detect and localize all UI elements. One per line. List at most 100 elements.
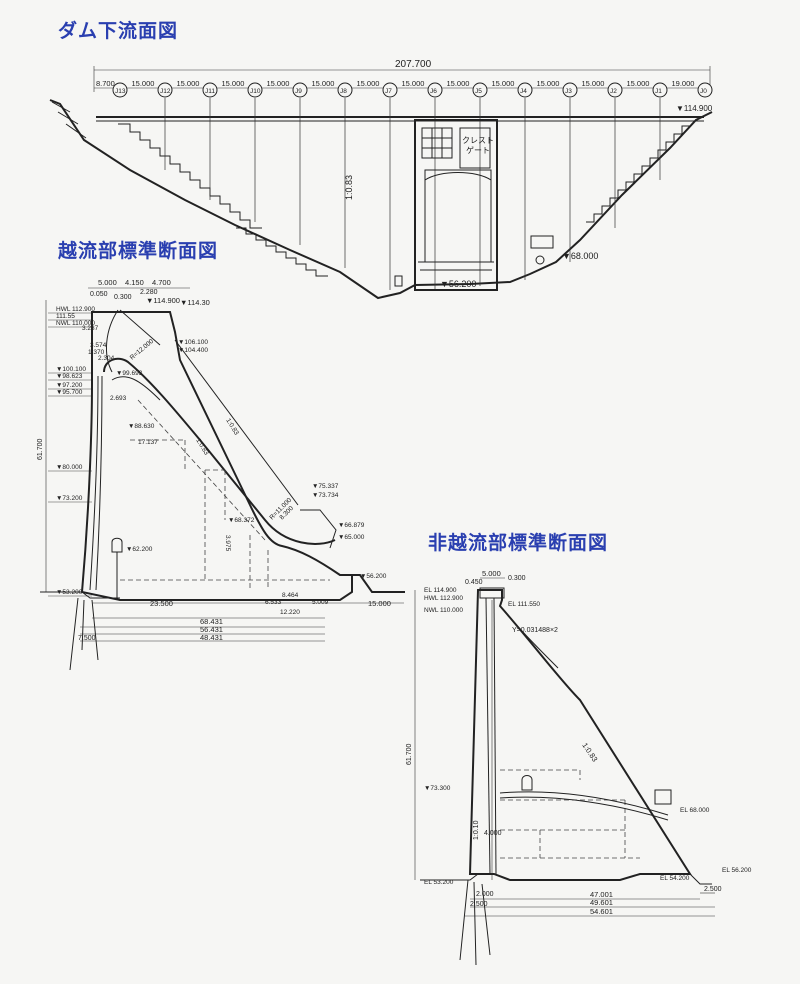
nov-left-el-2: NWL 110.000 [424, 607, 463, 614]
ov-left-el-0: HWL 112.900 [56, 306, 95, 313]
elevation-56200: ▼56.200 [440, 279, 476, 289]
ov-inner-0: R=12.000 [129, 338, 156, 362]
ov-left-el-3: ▼100.100 [56, 366, 86, 373]
ov-inner-12: ▼62.200 [126, 546, 153, 553]
ov-bottom-small-1: 6.533 [265, 599, 282, 606]
joint-circle-J2 [607, 82, 623, 98]
gate-grille [421, 127, 453, 159]
valve-house [530, 235, 554, 249]
span-dim-7: 15.000 [402, 79, 425, 88]
downstream-slope-label: 1:0.83 [344, 175, 354, 200]
span-dim-12: 15.000 [627, 79, 650, 88]
ov-inner-1: ▼99.693 [116, 370, 143, 377]
ov-right-el-4: ▼56.200 [360, 573, 387, 580]
nov-upstream-slope: 1:0.10 [473, 820, 480, 840]
nov-right-el-0: EL 111.550 [508, 601, 540, 608]
joint-label-J11: J11 [205, 88, 215, 95]
nov-top-dim-0450: 0.450 [465, 579, 483, 586]
ov-inner-3: ▼104.400 [178, 347, 208, 354]
span-dim-11: 15.000 [582, 79, 605, 88]
nov-small-4000: 4.000 [484, 830, 502, 837]
joint-label-J1: J1 [655, 88, 662, 95]
span-dim-6: 15.000 [357, 79, 380, 88]
nov-curve-label: Y=0.031488×2 [512, 627, 558, 634]
nov-left-el-3: ▼73.300 [424, 785, 451, 792]
joint-label-J4: J4 [520, 88, 527, 95]
ov-gate-arm [119, 309, 161, 346]
chute-curve [424, 172, 492, 181]
crest-gate-label-1: クレスト [462, 136, 494, 145]
stilling-lines [418, 261, 494, 271]
ov-right-elevations: ▼75.337▼73.734▼66.879▼65.000▼56.2008.464… [265, 483, 387, 616]
span-dim-4: 15.000 [267, 79, 290, 88]
ov-dim-23500: 23.500 [150, 599, 173, 608]
ov-inner-labels: R=12.000▼99.693▼106.100▼104.400▼88.63017… [116, 338, 295, 553]
joint-circle-J7 [382, 82, 398, 98]
joint-circle-J5 [472, 82, 488, 98]
nov-inner-line-2 [493, 597, 497, 875]
ov-left-el-1: 111.55 [56, 313, 75, 320]
nov-top-dim-0300: 0.300 [508, 575, 526, 582]
left-stairs-lower [236, 227, 328, 277]
ov-left-el-7: ▼80.000 [56, 464, 83, 471]
span-dim-10: 15.000 [537, 79, 560, 88]
joint-circle-J4 [517, 82, 533, 98]
left-hill-hatch [51, 101, 87, 139]
gate-grille-lines [422, 128, 452, 158]
ov-el-114900: ▼114.900 [146, 296, 180, 305]
right-stairs [586, 125, 690, 223]
nov-right-el-1: EL 68.000 [680, 807, 710, 814]
ov-left-el-8: ▼73.200 [56, 495, 83, 502]
nov-dim-2500-right: 2.500 [704, 886, 722, 893]
span-dim-1: 15.000 [132, 79, 155, 88]
span-dim-5: 15.000 [312, 79, 335, 88]
nov-dim-54601: 54.601 [590, 907, 613, 916]
span-dim-2: 15.000 [177, 79, 200, 88]
ov-top-dim-5: 0.300 [114, 294, 132, 301]
joint-label-J7: J7 [385, 88, 392, 95]
ov-left-el-2: NWL 110.000 [56, 320, 95, 327]
joint-circle-J11 [202, 82, 218, 98]
joint-label-J9: J9 [295, 88, 302, 95]
nonoverflow-section-title: 非越流部標準断面図 [428, 532, 609, 554]
ov-small-4: 2.693 [110, 395, 127, 402]
nov-crest-parapet [479, 587, 505, 599]
ov-slope-line [174, 339, 299, 506]
ov-flip-bucket [300, 509, 337, 549]
nov-slope-label: 1:0.83 [580, 741, 599, 763]
span-dim-9: 15.000 [492, 79, 515, 88]
joint-circle-J9 [292, 82, 308, 98]
joint-label-J3: J3 [565, 88, 572, 95]
joint-circle-J8 [337, 82, 353, 98]
ov-dim-7500: 7.500 [78, 635, 96, 642]
ov-right-el-1: ▼73.734 [312, 492, 339, 499]
joint-label-J5: J5 [475, 88, 482, 95]
nov-left-el-0: EL 114.900 [424, 587, 457, 594]
nov-toe [689, 873, 712, 885]
ov-bottom-small-2: 5.009 [312, 599, 329, 606]
joint-label-J8: J8 [340, 88, 347, 95]
nov-gallery [521, 775, 533, 791]
joint-circle-J6 [427, 82, 443, 98]
ov-right-el-2: ▼66.879 [338, 522, 365, 529]
joint-circle-J10 [247, 82, 263, 98]
ov-dam-body [80, 311, 353, 601]
ov-downstream-apron [340, 574, 405, 593]
joint-circle-J0 [697, 82, 713, 98]
ov-right-el-3: ▼65.000 [338, 534, 365, 541]
span-dim-8: 15.000 [447, 79, 470, 88]
nov-small-2500: 2.500 [470, 901, 488, 908]
ov-dim-15000: 15.000 [368, 599, 391, 608]
joint-label-J2: J2 [610, 88, 617, 95]
block-joint-lines [164, 98, 661, 290]
ov-dim-48431: 48.431 [200, 633, 223, 642]
ov-inner-10: ▼68.372 [228, 517, 255, 524]
gallery-door [394, 275, 403, 287]
ov-spillway-ogee [103, 357, 336, 545]
ov-top-dim-6: 2.280 [140, 289, 158, 296]
ov-left-el-4: ▼98.623 [56, 373, 83, 380]
crest-gate-label-2: ゲート [466, 145, 490, 155]
